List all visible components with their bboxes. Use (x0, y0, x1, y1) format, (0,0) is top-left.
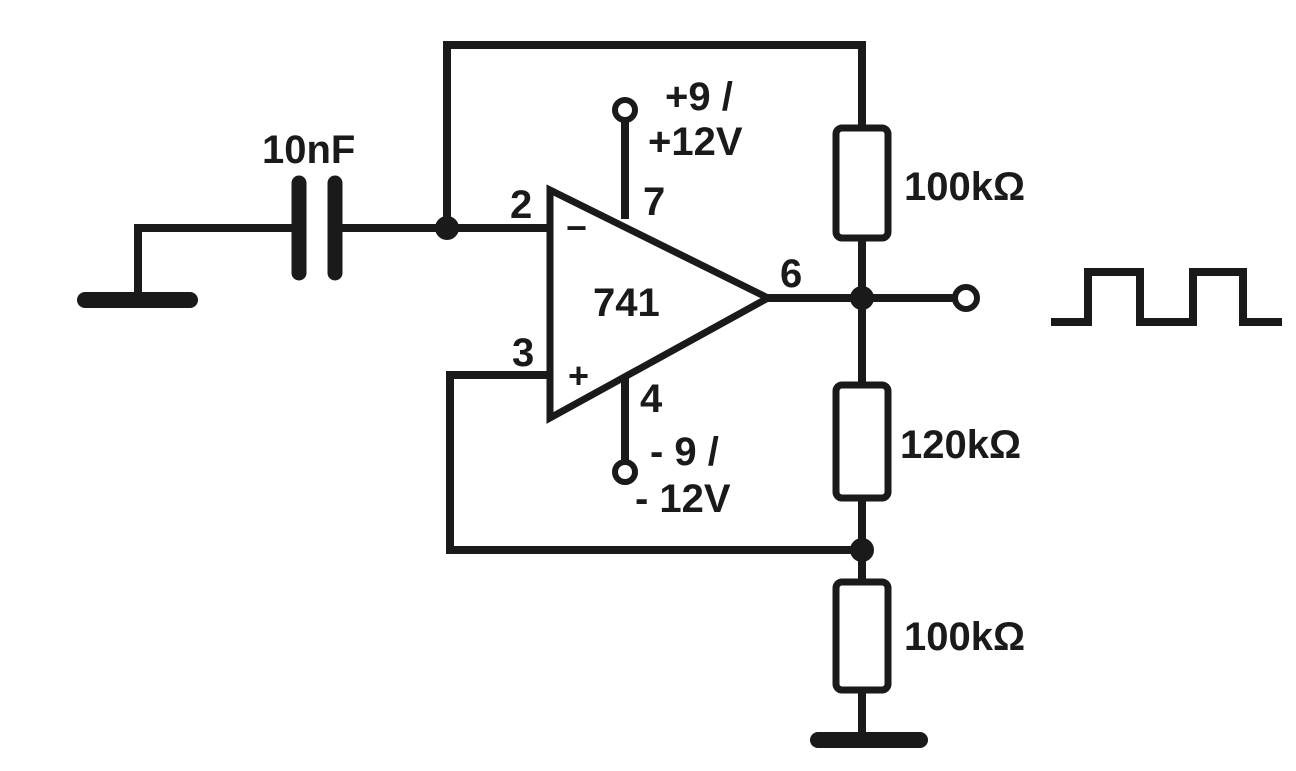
resistor-middle-body (832, 381, 892, 502)
resistor-bottom-label: 100kΩ (904, 615, 1025, 659)
junction-output-node (850, 286, 874, 310)
junction-inverting-node (435, 216, 459, 240)
resistor-feedback-top-body (832, 124, 892, 242)
resistor-bottom-body (832, 578, 892, 694)
opamp-triangle (546, 184, 776, 424)
negative-supply: - 9 / - 12V (612, 430, 731, 521)
square-wave-icon (1051, 268, 1282, 326)
opamp-label: 741 (593, 281, 660, 325)
pin-7-label: 7 (643, 180, 665, 224)
pin-4-label: 4 (640, 377, 663, 421)
negative-supply-label-line-1: - 9 / (650, 430, 719, 474)
wire-noninverting-loop (446, 371, 866, 554)
wire-feedback-loop-top (443, 41, 866, 232)
resistor-middle: 120kΩ (832, 381, 1021, 502)
positive-supply-label-line-2: +12V (648, 120, 743, 164)
resistor-feedback-top-label: 100kΩ (904, 165, 1025, 209)
capacitor-label: 10nF (262, 128, 355, 172)
inverting-input-symbol: − (566, 207, 587, 248)
resistor-feedback-top: 100kΩ (832, 124, 1025, 242)
capacitor: 10nF (262, 128, 355, 281)
opamp: − + 741 2 3 7 4 6 (510, 180, 802, 424)
wires (134, 41, 958, 744)
negative-supply-terminal (612, 459, 638, 485)
pin-6-label: 6 (780, 252, 802, 296)
positive-supply-terminal (612, 97, 638, 123)
junction-divider-node (850, 538, 874, 562)
noninverting-input-symbol: + (568, 355, 589, 396)
pin-2-label: 2 (510, 183, 532, 227)
positive-supply-label-line-1: +9 / (665, 75, 733, 119)
resistor-middle-label: 120kΩ (900, 423, 1021, 467)
pin-3-label: 3 (512, 331, 534, 375)
resistor-bottom: 100kΩ (832, 578, 1025, 694)
positive-supply: +9 / +12V (612, 75, 743, 164)
negative-supply-label-line-2: - 12V (635, 477, 731, 521)
output-terminal (952, 284, 980, 312)
wire-ground-to-capacitor (134, 224, 297, 302)
